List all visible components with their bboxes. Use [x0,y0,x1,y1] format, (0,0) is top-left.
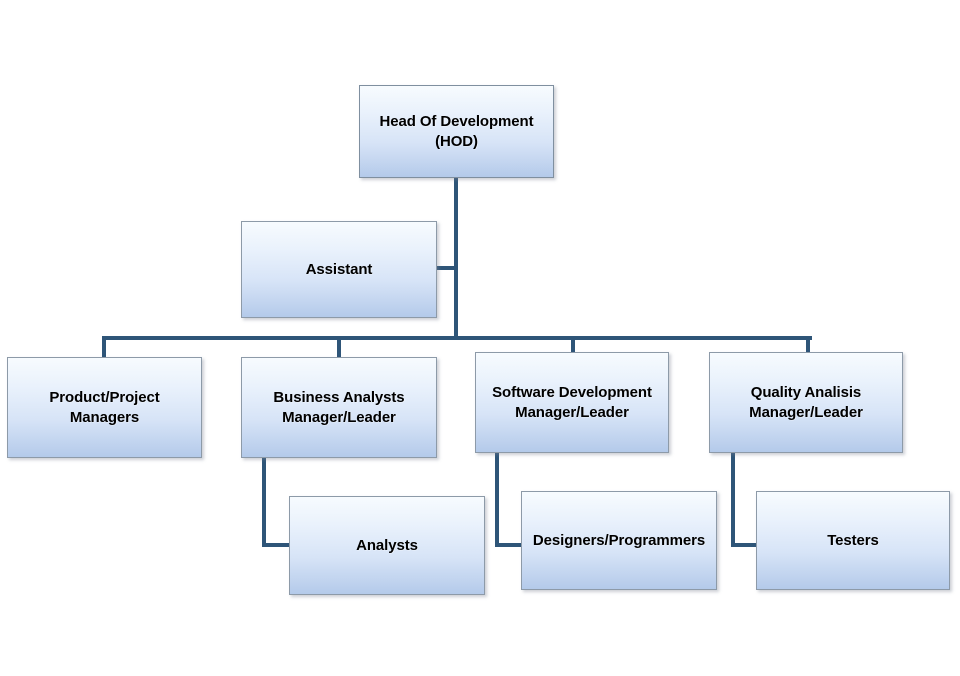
connector-drop-business-analysts [337,336,341,359]
org-node-label-software-development-manager: Software Development Manager/Leader [492,384,652,421]
org-node-label-analysts: Analysts [356,536,418,554]
org-node-assistant[interactable]: Assistant [241,221,437,318]
org-node-label-product-project-managers: Product/Project Managers [49,389,160,426]
connector-ba-to-analysts-horizontal [262,543,291,547]
org-node-testers[interactable]: Testers [756,491,950,590]
connector-qa-to-testers-horizontal [731,543,758,547]
connector-drop-quality-analisis [806,336,810,354]
connector-sd-to-designers-horizontal [495,543,523,547]
org-node-software-development-manager[interactable]: Software Development Manager/Leader [475,352,669,453]
org-node-business-analysts-manager[interactable]: Business Analysts Manager/Leader [241,357,437,458]
org-node-analysts[interactable]: Analysts [289,496,485,595]
org-node-label-assistant: Assistant [305,260,373,278]
org-node-quality-analisis-manager[interactable]: Quality Analisis Manager/Leader [709,352,903,453]
connector-sd-to-designers-vertical [495,451,499,547]
connector-assistant-stub-horizontal [434,266,456,270]
org-node-label-hod: Head Of Development (HOD) [379,113,534,150]
org-node-label-testers: Testers [827,531,879,549]
org-node-hod[interactable]: Head Of Development (HOD) [359,85,554,178]
connector-trunk-vertical [454,177,458,340]
connector-drop-software-development [571,336,575,354]
org-node-label-quality-analisis-manager: Quality Analisis Manager/Leader [749,384,863,421]
org-node-designers-programmers[interactable]: Designers/Programmers [521,491,717,590]
connector-ba-to-analysts-vertical [262,456,266,547]
connector-qa-to-testers-vertical [731,451,735,547]
org-node-label-designers-programmers: Designers/Programmers [532,531,706,549]
org-node-product-project-managers[interactable]: Product/Project Managers [7,357,202,458]
org-node-label-business-analysts-manager: Business Analysts Manager/Leader [273,389,405,426]
connector-drop-product-managers [102,336,106,359]
connector-main-bus-horizontal [102,336,812,340]
